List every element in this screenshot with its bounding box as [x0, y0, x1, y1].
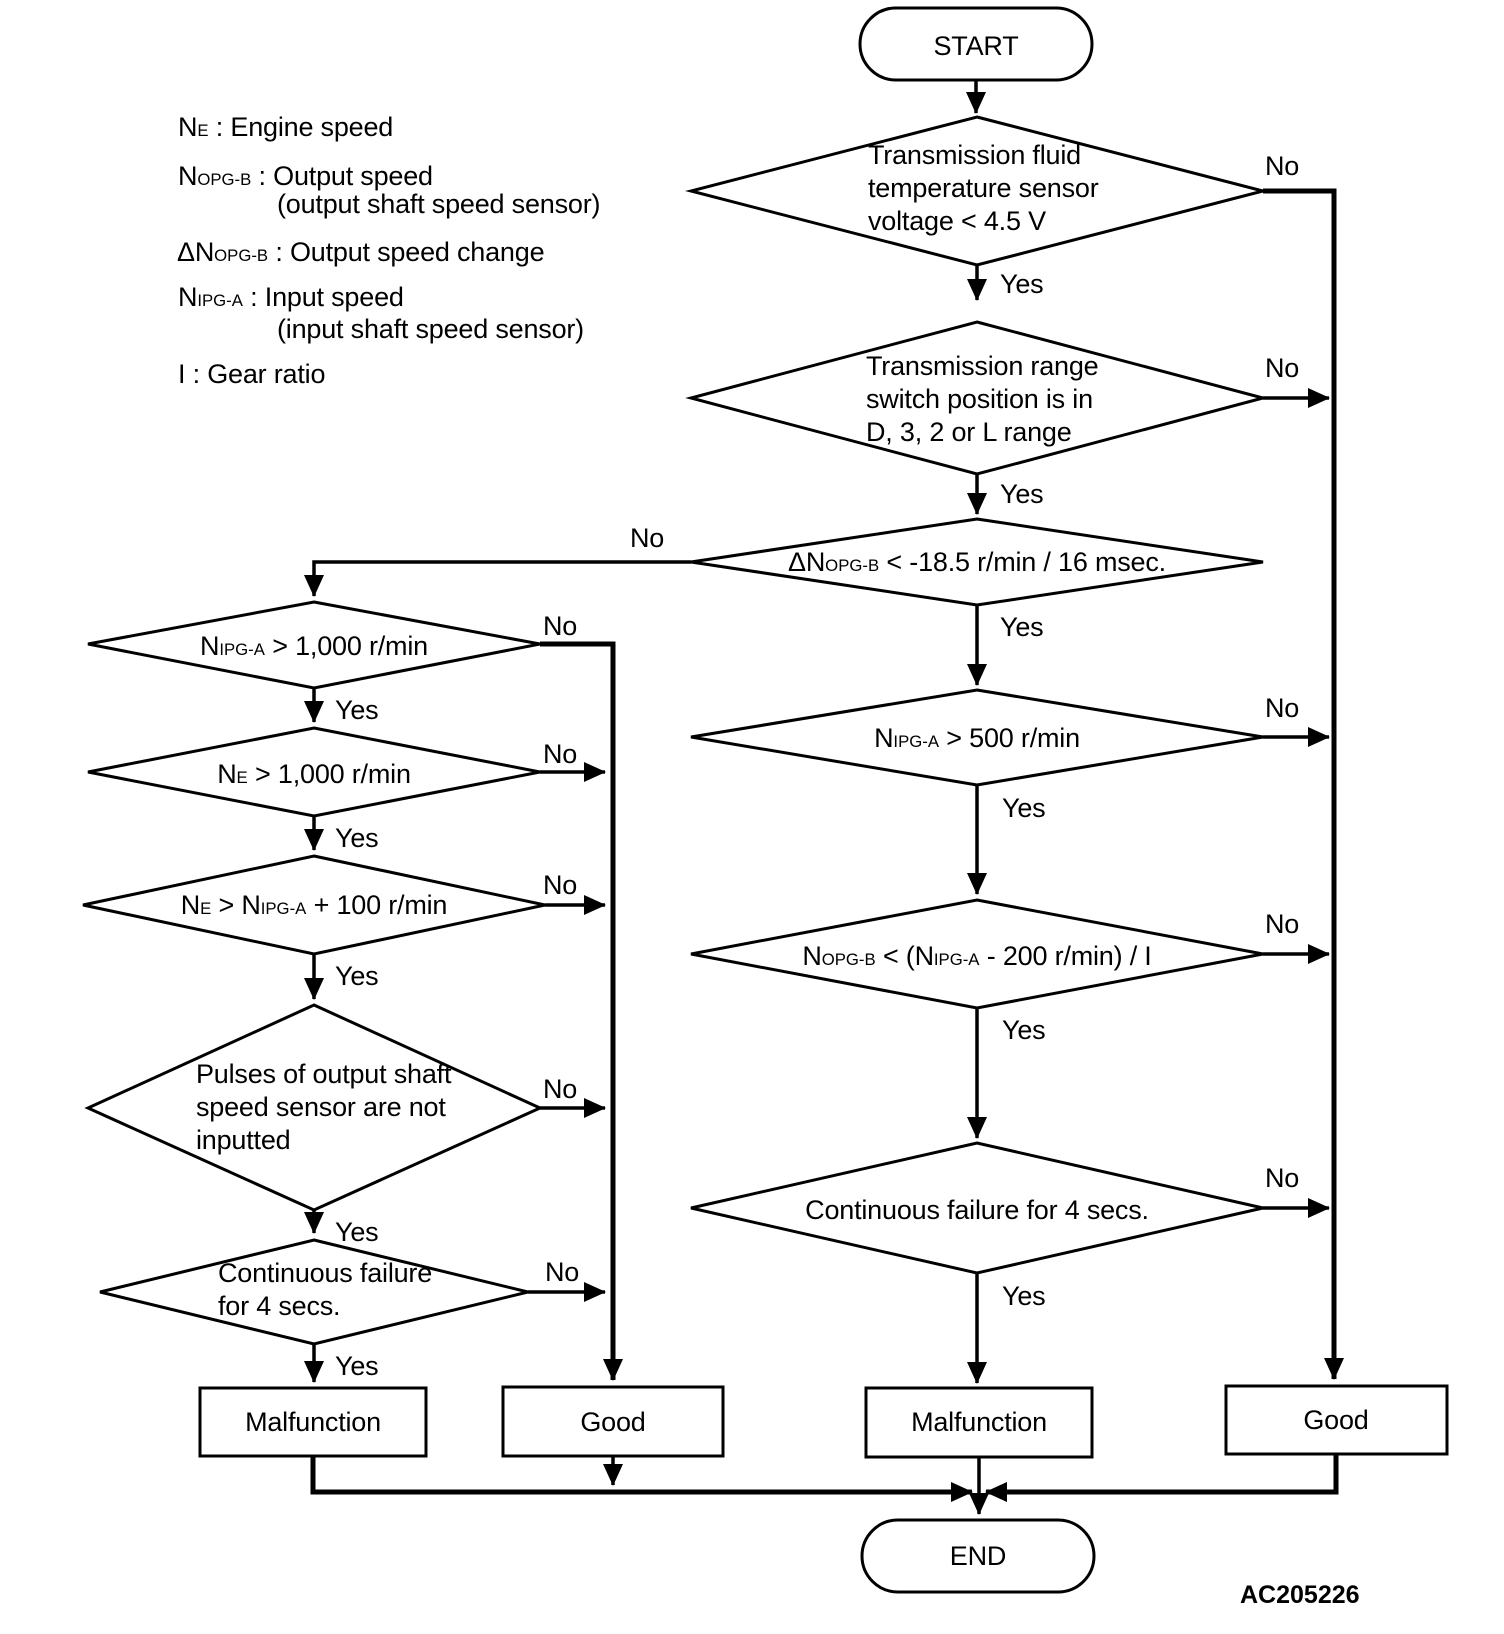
decision-output-vs-input-text: NOPG-B < (NIPG-A - 200 r/min) / I: [802, 941, 1152, 971]
decision-failure-right-shape: [690, 1141, 1264, 1275]
no-label-fluid-temp: No: [1265, 151, 1300, 181]
no-label-engine-1000: No: [543, 739, 578, 769]
no-label-range-switch: No: [1265, 353, 1300, 383]
text-line: D, 3, 2 or L range: [866, 417, 1072, 447]
yes-label-fluid-temp: Yes: [1000, 269, 1044, 299]
no-label-failure-right: No: [1265, 1163, 1300, 1193]
good-left-label: Good: [580, 1407, 646, 1437]
text-line: speed sensor are not: [196, 1092, 446, 1122]
decision-failure-left-text: Continuous failure for 4 secs.: [218, 1257, 432, 1323]
decision-fluid-temp-text: Transmission fluid temperature sensor vo…: [868, 139, 1099, 238]
good-right-label: Good: [1303, 1405, 1369, 1435]
yes-label-output-vs-input: Yes: [1002, 1015, 1046, 1045]
legend-output-speed-change: ΔNOPG-B : Output speed change: [177, 237, 545, 267]
figure-code: AC205226: [1240, 1581, 1360, 1609]
malfunction-right-label: Malfunction: [911, 1407, 1047, 1437]
no-label-output-vs-input: No: [1265, 909, 1300, 939]
start-terminator-shape: [858, 6, 1094, 82]
decision-fluid-temp-shape: [685, 115, 1269, 267]
decision-input-500-text: NIPG-A > 500 r/min: [874, 723, 1080, 753]
decision-range-switch-shape: [685, 320, 1269, 476]
malfunction-right-box: [864, 1386, 1094, 1459]
legend-input-speed: NIPG-A : Input speed: [178, 282, 404, 312]
legend-engine-speed: NE : Engine speed: [178, 112, 394, 142]
text-line: Transmission range: [866, 351, 1099, 381]
bottom-merge-line-right: [985, 1454, 1339, 1502]
no-collector-line-left: [540, 641, 623, 1381]
legend-output-speed-note: (output shaft speed sensor): [277, 189, 601, 219]
end-label: END: [949, 1541, 1007, 1571]
text-line: Pulses of output shaft: [196, 1059, 452, 1089]
text-line: voltage < 4.5 V: [868, 206, 1046, 236]
decision-pulses-shape: [84, 1003, 544, 1212]
start-label: START: [933, 31, 1019, 61]
yes-label-speed-drop: Yes: [1000, 612, 1044, 642]
good-left-box: [501, 1385, 725, 1458]
decision-input-1000-text: NIPG-A > 1,000 r/min: [200, 631, 428, 661]
yes-label-failure-right: Yes: [1002, 1281, 1046, 1311]
bottom-merge-line-left: [310, 1456, 973, 1502]
end-terminator-shape: [860, 1518, 1096, 1594]
decision-pulses-text: Pulses of output shaft speed sensor are …: [196, 1058, 451, 1157]
decision-range-switch-text: Transmission range switch position is in…: [866, 350, 1099, 449]
text-line: temperature sensor: [868, 173, 1099, 203]
decision-speed-drop-text: ΔNOPG-B < -18.5 r/min / 16 msec.: [788, 547, 1166, 577]
text-line: Transmission fluid: [868, 140, 1081, 170]
decision-failure-left-shape: [99, 1238, 529, 1346]
text-line: switch position is in: [866, 384, 1093, 414]
malfunction-left-box: [198, 1386, 428, 1458]
decision-engine-vs-input-text: NE > NIPG-A + 100 r/min: [180, 890, 448, 920]
decision-failure-right-text: Continuous failure for 4 secs.: [805, 1195, 1149, 1225]
yes-label-range-switch: Yes: [1000, 479, 1044, 509]
no-label-engine-vs-input: No: [543, 870, 578, 900]
good-right-box: [1224, 1384, 1449, 1456]
no-collector-line-right: [1263, 188, 1344, 1380]
yes-label-failure-left: Yes: [335, 1351, 379, 1381]
decision-input-500-shape: [690, 688, 1264, 787]
no-label-input-1000: No: [543, 611, 578, 641]
no-label-speed-drop: No: [630, 523, 665, 553]
no-label-input-500: No: [1265, 693, 1300, 723]
decision-engine-vs-input-shape: [82, 854, 546, 956]
text-line: inputted: [196, 1125, 291, 1155]
arrow-no-speed-drop-to-left: [304, 560, 691, 597]
decision-input-1000-shape: [87, 600, 541, 690]
no-label-pulses: No: [543, 1074, 578, 1104]
decision-output-vs-input-shape: [690, 898, 1264, 1010]
yes-label-pulses: Yes: [335, 1217, 379, 1247]
yes-label-engine-vs-input: Yes: [335, 961, 379, 991]
yes-label-engine-1000: Yes: [335, 823, 379, 853]
text-line: Continuous failure: [218, 1258, 433, 1288]
yes-label-input-500: Yes: [1002, 793, 1046, 823]
malfunction-left-label: Malfunction: [245, 1407, 381, 1437]
decision-engine-1000-text: NE > 1,000 r/min: [217, 759, 411, 789]
text-line: for 4 secs.: [218, 1291, 341, 1321]
decision-engine-1000-shape: [87, 726, 541, 818]
yes-label-input-1000: Yes: [335, 695, 379, 725]
decision-speed-drop-shape: [690, 517, 1264, 607]
legend-input-speed-note: (input shaft speed sensor): [277, 314, 584, 344]
no-label-failure-left: No: [545, 1257, 580, 1287]
legend-output-speed: NOPG-B : Output speed: [178, 161, 433, 191]
legend-gear-ratio: I : Gear ratio: [178, 359, 326, 389]
